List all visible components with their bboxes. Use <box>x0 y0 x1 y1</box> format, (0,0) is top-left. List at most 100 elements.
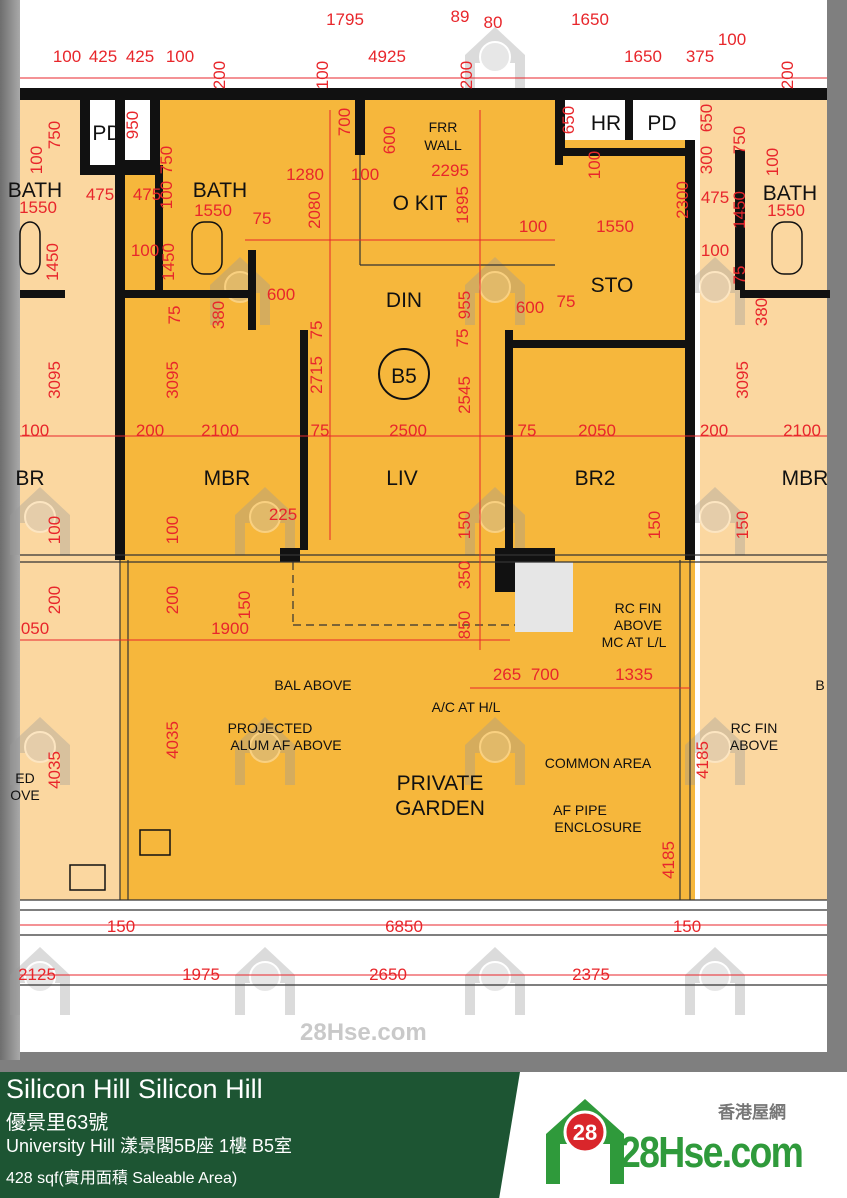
dimension-label: 2500 <box>389 421 427 440</box>
watermark-logo-icon <box>685 717 745 785</box>
watermark-logo-icon <box>235 947 295 1015</box>
dimension-label: 150 <box>455 511 474 539</box>
dimension-label: 200 <box>163 586 182 614</box>
wall <box>555 148 685 156</box>
logo-badge: 28 <box>573 1120 597 1145</box>
dimension-label: 75 <box>453 329 472 348</box>
dimension-label: 700 <box>335 108 354 136</box>
wall <box>150 90 160 170</box>
dimension-label: 350 <box>455 561 474 589</box>
watermark-badge-shape <box>249 961 281 993</box>
property-unit: University Hill 漾景閣5B座 1樓 B5室 <box>6 1136 293 1156</box>
dimension-label: 1975 <box>182 965 220 984</box>
watermark-logo-icon <box>235 487 295 555</box>
dimension-label: 2100 <box>201 421 239 440</box>
dimension-label: 3095 <box>733 361 752 399</box>
watermark-house-shape <box>465 717 525 785</box>
room-label: BATH <box>763 182 817 205</box>
watermark-logo-icon <box>10 487 70 555</box>
property-address: 優景里63號 <box>6 1112 109 1134</box>
dimension-label: 4185 <box>693 741 712 779</box>
wall <box>555 90 565 150</box>
room-fill <box>20 100 120 900</box>
dimension-label: 750 <box>730 126 749 154</box>
dimension-label: 225 <box>269 505 297 524</box>
wall <box>115 90 125 560</box>
watermark-house-shape <box>465 947 525 1015</box>
saleable-area: 428 sqf(實用面積 Saleable Area) <box>6 1170 238 1187</box>
annotation-label: ENCLOSURE <box>554 819 641 835</box>
room-label: PD <box>92 122 121 145</box>
wall <box>300 330 308 410</box>
dimension-label: 600 <box>267 285 295 304</box>
room-label: PRIVATE <box>397 772 484 795</box>
dimension-label: 380 <box>209 301 228 329</box>
dimension-label: 1900 <box>211 619 249 638</box>
dimension-label: 2375 <box>572 965 610 984</box>
dimension-label: 750 <box>45 121 64 149</box>
dimension-label: 600 <box>380 126 399 154</box>
watermark-house-shape <box>235 947 295 1015</box>
dimension-label: 1550 <box>596 217 634 236</box>
dimension-label: 955 <box>455 291 474 319</box>
room-fill <box>120 100 695 900</box>
room-label: MBR <box>782 467 829 490</box>
dimension-label: 75 <box>253 209 272 228</box>
toilet-icon <box>191 221 223 275</box>
wall <box>120 290 250 298</box>
dimension-label: 4035 <box>163 721 182 759</box>
dimension-label: 100 <box>166 47 194 66</box>
watermark-logo-icon <box>10 717 70 785</box>
dimension-label: 75 <box>307 321 326 340</box>
dimension-label: 1280 <box>286 165 324 184</box>
wall <box>735 150 745 290</box>
dimension-label: 050 <box>21 619 49 638</box>
dimension-label: 1795 <box>326 10 364 29</box>
watermark-house-shape <box>685 947 745 1015</box>
dimension-label: 600 <box>516 298 544 317</box>
annotation-label: B <box>815 677 824 693</box>
dimension-label: 100 <box>157 181 176 209</box>
dimension-label: 100 <box>53 47 81 66</box>
room-label: BR2 <box>575 467 616 490</box>
dimension-label: 425 <box>89 47 117 66</box>
wall <box>355 90 365 155</box>
property-info-panel: Silicon Hill Silicon Hill 優景里63號 Univers… <box>0 1072 520 1198</box>
dimension-label: 375 <box>686 47 714 66</box>
wall <box>555 155 563 165</box>
dimension-label: 475 <box>701 188 729 207</box>
dimension-label: 265 <box>493 665 521 684</box>
watermark-logo-icon <box>465 27 525 95</box>
dimension-label: 75 <box>730 266 749 285</box>
logo-chinese-name: 香港屋網 <box>718 1103 786 1122</box>
wall <box>155 165 163 295</box>
dimension-label: 100 <box>45 516 64 544</box>
wall <box>685 140 695 560</box>
annotation-label: AF PIPE <box>553 802 607 818</box>
room-label: HR <box>591 112 621 135</box>
dimension-label: 1650 <box>624 47 662 66</box>
wall <box>20 290 65 298</box>
watermark-logo-icon <box>235 717 295 785</box>
dimension-label: 100 <box>701 241 729 260</box>
dimension-label: 150 <box>645 511 664 539</box>
annotation-label: COMMON AREA <box>545 755 652 771</box>
property-title: Silicon Hill Silicon Hill <box>6 1074 263 1104</box>
dimension-label: 2100 <box>783 421 821 440</box>
watermark-house-shape <box>10 717 70 785</box>
watermark-badge-shape <box>249 731 281 763</box>
watermark-logo-icon <box>465 717 525 785</box>
room-label: LIV <box>386 467 418 490</box>
toilet-icon <box>771 221 803 275</box>
dimension-label: 100 <box>585 151 604 179</box>
annotation-label: OVE <box>10 787 40 803</box>
footer: Silicon Hill Silicon Hill 優景里63號 Univers… <box>0 1072 847 1198</box>
watermark-badge-shape <box>479 271 511 303</box>
dimension-label: 4925 <box>368 47 406 66</box>
watermark-badge-shape <box>699 501 731 533</box>
annotation-label: BAL ABOVE <box>274 677 351 693</box>
room-label: WALL <box>424 137 462 153</box>
dimension-label: 2050 <box>578 421 616 440</box>
room-label: STO <box>591 274 634 297</box>
